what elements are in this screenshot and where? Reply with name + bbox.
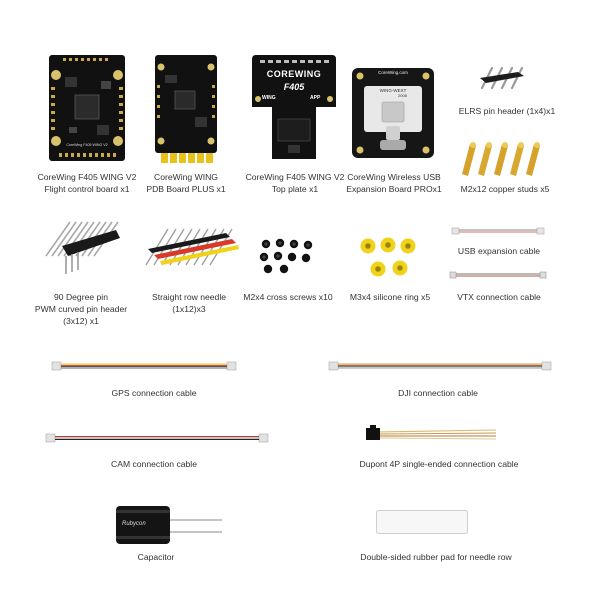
usb-expansion-board-image: CoreWing.com WING-WEXT 2008 bbox=[352, 68, 434, 158]
capacitor-image: Rubycon bbox=[116, 504, 226, 546]
top-plate-model: F405 bbox=[283, 82, 305, 92]
caption-cam-connection-cable: CAM connection cable bbox=[111, 459, 197, 469]
dupont-connection-cable-image bbox=[366, 424, 497, 444]
usb-board-brand: CoreWing.com bbox=[378, 70, 408, 75]
caption-copper-studs: M2x12 copper studs x5 bbox=[460, 184, 550, 194]
caption-elrs-pin-header: ELRS pin header (1x4)x1 bbox=[458, 106, 556, 116]
top-plate-brand: COREWING bbox=[266, 69, 322, 79]
pdb-board-image bbox=[155, 55, 217, 167]
gps-connection-cable-image bbox=[51, 361, 237, 371]
vtx-connection-cable-image bbox=[449, 271, 547, 279]
caption-capacitor: Capacitor bbox=[137, 552, 175, 562]
caption-vtx-connection-cable: VTX connection cable bbox=[457, 292, 541, 302]
dji-connection-cable-image bbox=[328, 361, 552, 371]
pwm-curved-pin-header-image bbox=[40, 216, 122, 276]
capacitor-print: Rubycon bbox=[122, 521, 146, 527]
caption-dji-connection-cable: DJI connection cable bbox=[398, 388, 478, 398]
rubber-pad-image bbox=[376, 510, 468, 534]
cam-connection-cable-image bbox=[45, 433, 269, 443]
usb-board-code: 2008 bbox=[398, 93, 407, 98]
caption-gps-connection-cable: GPS connection cable bbox=[111, 388, 197, 398]
top-plate-image: COREWING F405 WING APP bbox=[252, 55, 336, 159]
caption-cross-screws: M2x4 cross screws x10 bbox=[243, 292, 333, 302]
caption-silicone-rings: M3x4 silicone ring x5 bbox=[349, 292, 431, 302]
copper-studs-image bbox=[458, 138, 542, 180]
flight-control-board-image: CoreWing F405 WING V2 bbox=[49, 55, 125, 161]
caption-rubber-pad: Double-sided rubber pad for needle row bbox=[360, 552, 512, 562]
caption-usb-expansion-cable: USB expansion cable bbox=[457, 246, 541, 256]
flight-control-board-silkscreen: CoreWing F405 WING V2 bbox=[66, 143, 108, 147]
cross-screws-image bbox=[256, 236, 318, 276]
elrs-pin-header-image bbox=[478, 58, 528, 94]
top-plate-app-label: APP bbox=[310, 95, 321, 101]
usb-expansion-cable-image bbox=[451, 226, 545, 236]
silicone-rings-image bbox=[356, 236, 418, 280]
top-plate-wing-label: WING bbox=[262, 95, 276, 101]
straight-row-needle-image bbox=[138, 215, 240, 277]
usb-board-model: WING-WEXT bbox=[379, 88, 407, 93]
caption-straight-row-needle: Straight row needle(1x12)x3 bbox=[151, 292, 227, 314]
caption-dupont-connection-cable: Dupont 4P single-ended connection cable bbox=[359, 459, 519, 469]
